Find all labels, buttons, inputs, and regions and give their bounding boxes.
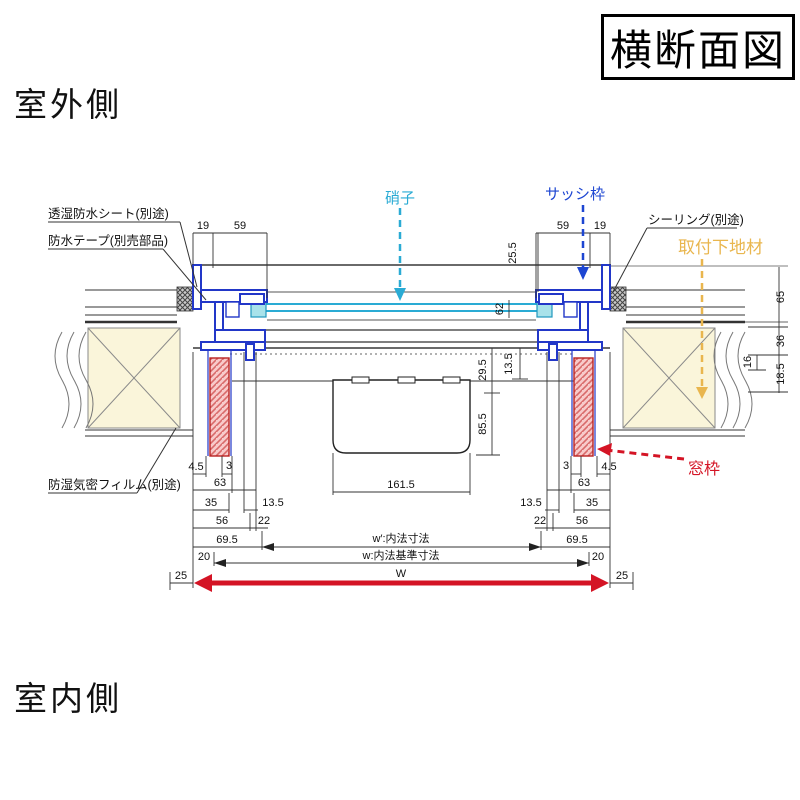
dim-16: 16 (742, 356, 754, 368)
title-text: 横断面図 (609, 26, 786, 74)
window-frame-left (209, 357, 230, 457)
dim-br-4-5: 4.5 (601, 461, 616, 473)
dim-29-5: 29.5 (477, 359, 489, 380)
glass-pane (250, 298, 553, 318)
svg-text:窓枠: 窓枠 (688, 460, 720, 478)
dim-br-3: 3 (563, 460, 569, 472)
dim-bl-69-5: 69.5 (216, 534, 237, 546)
backing-callout: 取付下地材 (678, 238, 763, 399)
right-seal-hatch (609, 286, 627, 312)
left-seal-hatch (176, 286, 194, 312)
dim-13-5-v: 13.5 (503, 353, 515, 374)
dim-19-right: 19 (594, 220, 606, 232)
dim-36: 36 (775, 335, 787, 347)
dim-bl-4-5: 4.5 (188, 461, 203, 473)
dim-br-35: 35 (586, 497, 598, 509)
callout-sheet: 透湿防水シート(別途) (48, 206, 169, 221)
dim-65: 65 (775, 291, 787, 303)
callout-leaders (48, 221, 737, 494)
dim-bl-13-5: 13.5 (262, 497, 283, 509)
dim-bl-35: 35 (205, 497, 217, 509)
dim-br-22: 22 (534, 515, 546, 527)
window-frame-right (573, 357, 594, 457)
dim-62: 62 (494, 303, 506, 315)
dim-59-left: 59 (234, 220, 246, 232)
dim-br-56: 56 (576, 515, 588, 527)
left-wall (54, 289, 193, 437)
operator-box (332, 376, 471, 454)
callout-sealing: シーリング(別途) (648, 212, 744, 227)
dim-br-25: 25 (616, 570, 628, 582)
dim-w-base: w:内法基準寸法 (362, 548, 440, 562)
dim-19-left: 19 (197, 220, 209, 232)
dim-br-63: 63 (578, 477, 590, 489)
dim-161-5: 161.5 (387, 479, 415, 491)
w-total-arrow (194, 574, 609, 592)
callout-tape: 防水テープ(別売部品) (48, 233, 168, 248)
dimension-lines (169, 232, 788, 590)
dim-85-5: 85.5 (477, 413, 489, 434)
window-frame-callout: 窓枠 (597, 443, 720, 478)
title-box: 横断面図 (601, 14, 795, 80)
dim-59-right: 59 (557, 220, 569, 232)
svg-text:サッシ枠: サッシ枠 (545, 186, 605, 203)
dim-br-69-5: 69.5 (566, 534, 587, 546)
sash-jamb-right (535, 264, 611, 456)
dim-bl-20: 20 (198, 551, 210, 563)
dim-bl-3: 3 (226, 460, 232, 472)
dim-25-5: 25.5 (507, 242, 519, 263)
dim-bl-56: 56 (216, 515, 228, 527)
svg-text:硝子: 硝子 (385, 190, 415, 207)
dim-br-13-5: 13.5 (520, 497, 541, 509)
dim-bl-22: 22 (258, 515, 270, 527)
svg-text:取付下地材: 取付下地材 (678, 238, 763, 257)
dim-arrowheads (214, 543, 589, 567)
dim-18-5: 18.5 (775, 363, 787, 384)
dim-w-total: W (396, 568, 407, 580)
indoor-side-label: 室内側 (14, 680, 122, 717)
dim-br-20: 20 (592, 551, 604, 563)
sash-callout: サッシ枠 (545, 186, 605, 280)
dim-w-prime: w′:内法寸法 (371, 531, 429, 545)
dim-bl-63: 63 (214, 477, 226, 489)
callout-film: 防湿気密フィルム(別途) (48, 477, 181, 492)
right-wall (610, 289, 788, 437)
outdoor-side-label: 室外側 (14, 86, 122, 123)
glass-callout: 硝子 (385, 190, 415, 301)
dim-bl-25: 25 (175, 570, 187, 582)
